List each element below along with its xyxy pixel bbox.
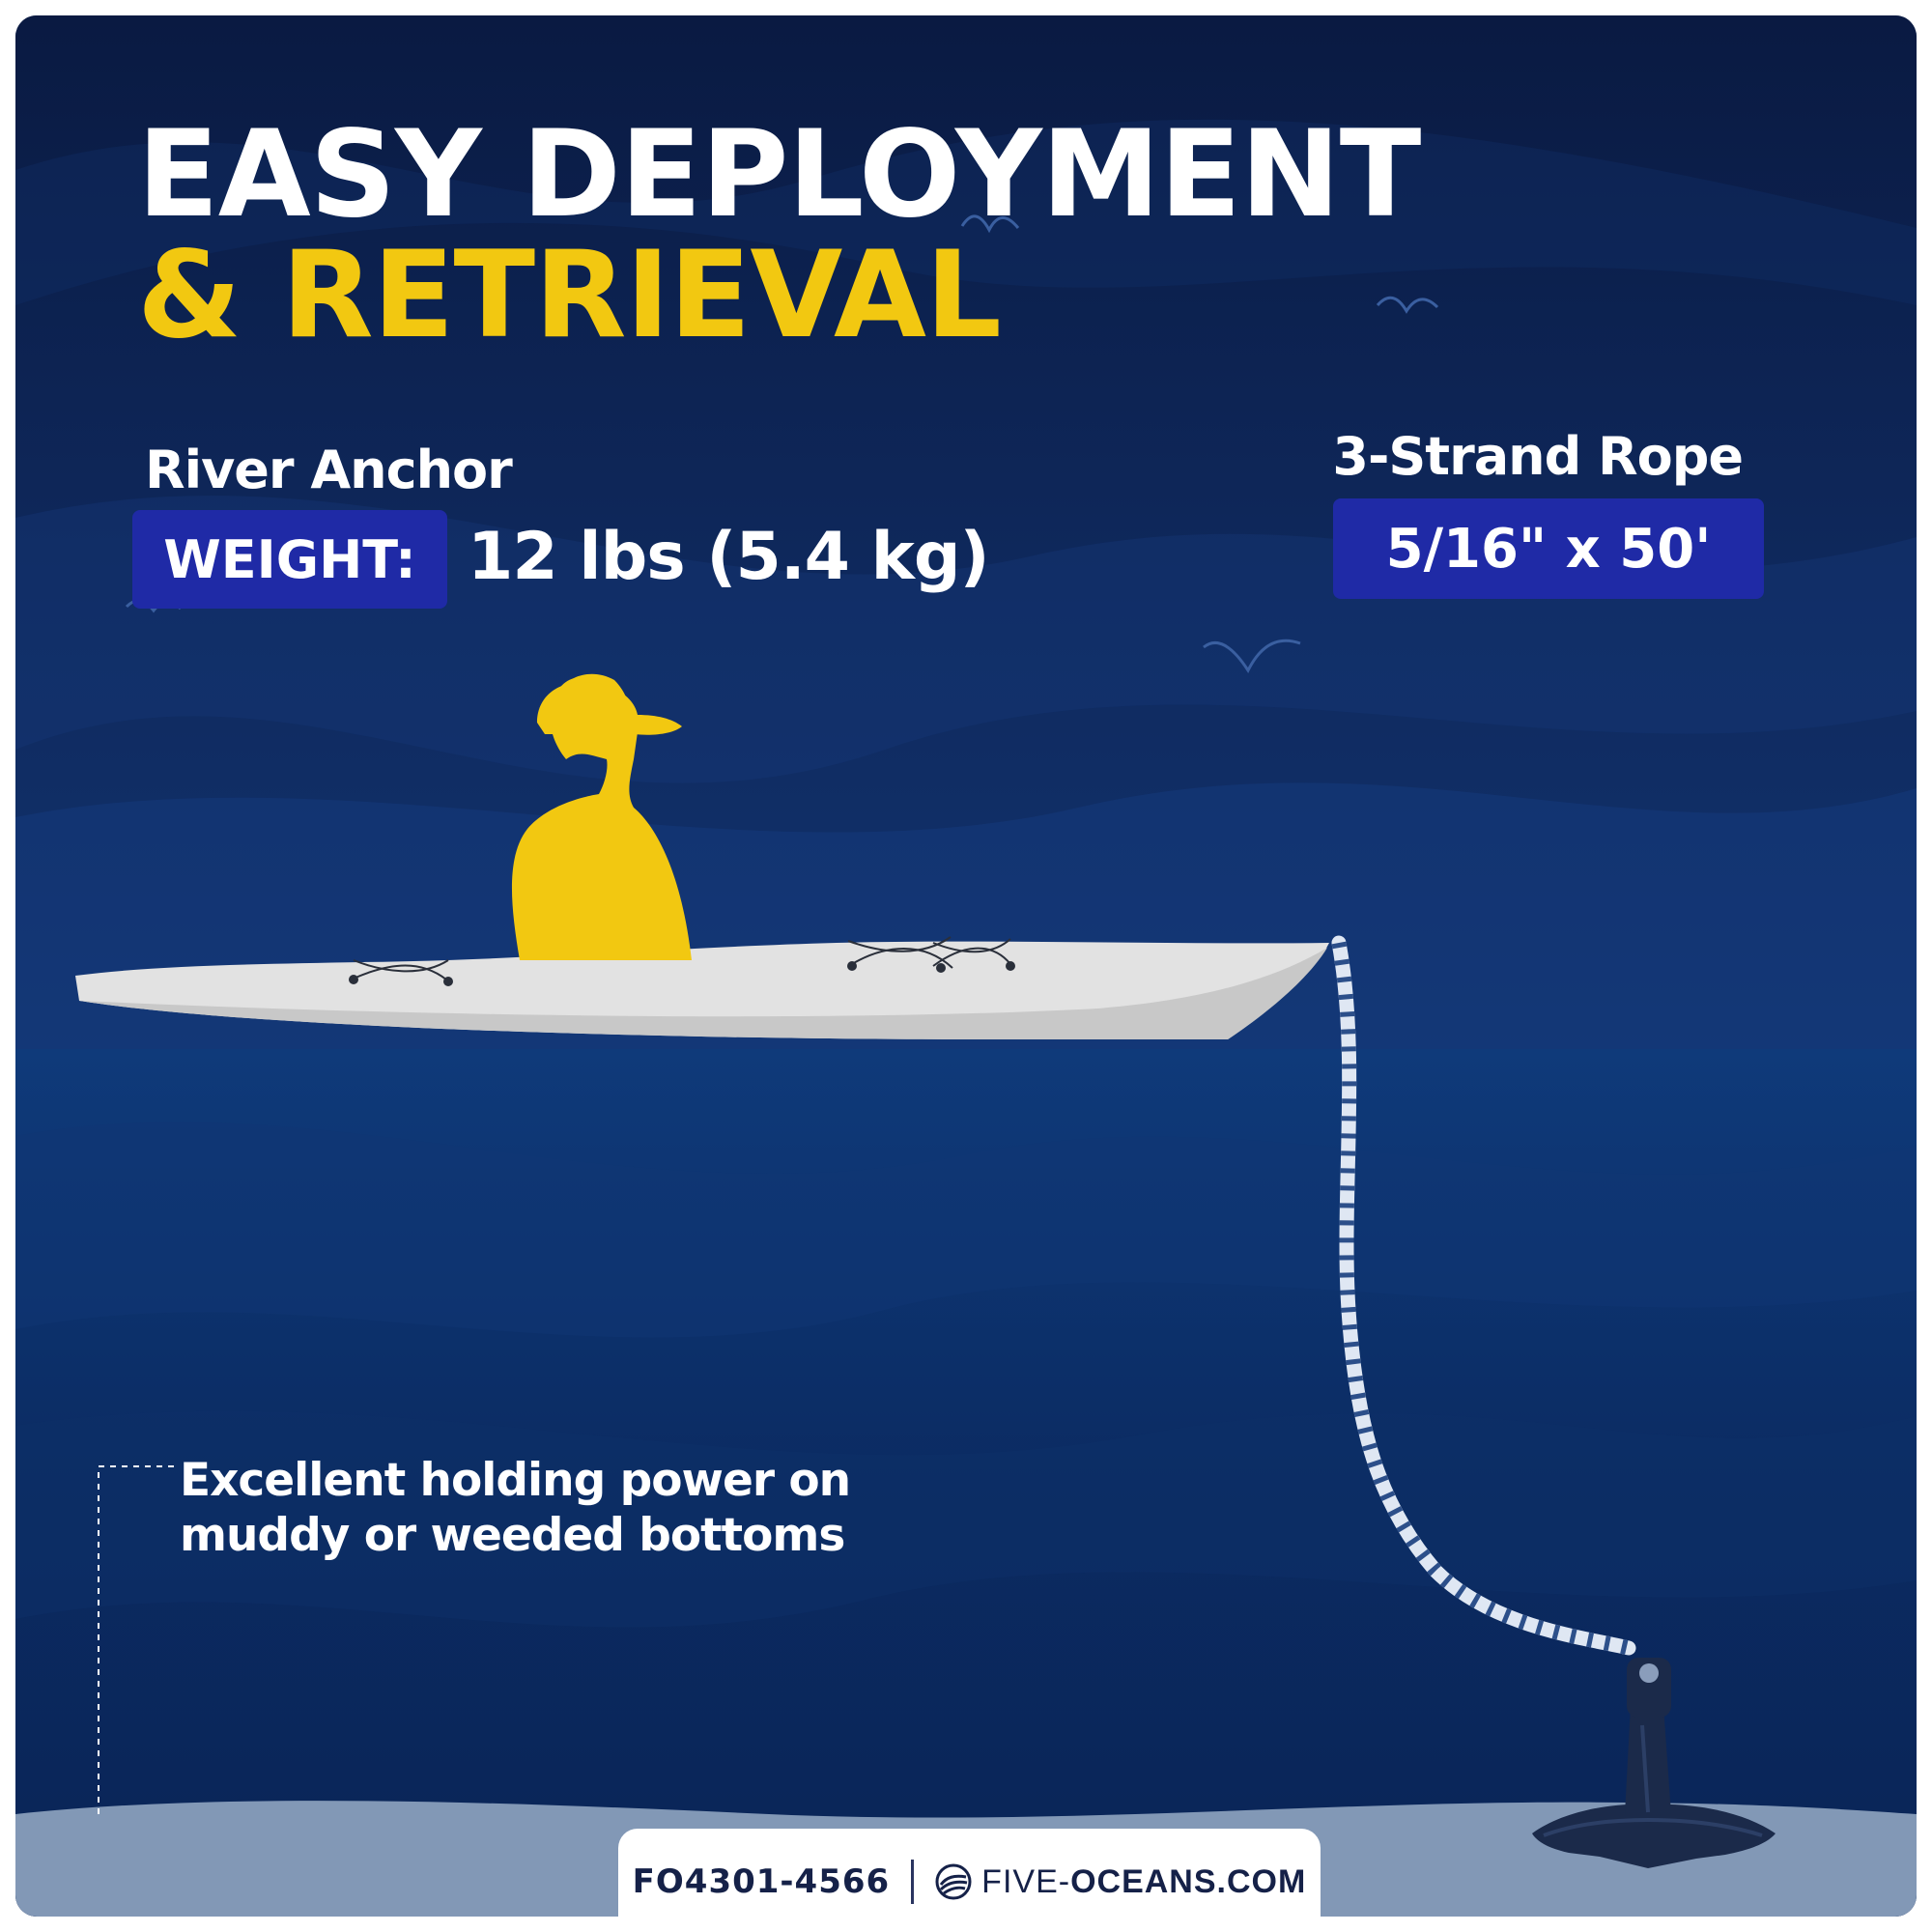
rope-size-badge: 5/16" x 50' bbox=[1333, 498, 1764, 599]
brand-link[interactable]: FIVE-OCEANS.COM bbox=[935, 1863, 1306, 1901]
callout-line-1: Excellent holding power on bbox=[180, 1454, 851, 1507]
kayak-hull-shadow bbox=[79, 948, 1327, 1039]
brand-name: FIVE-OCEANS.COM bbox=[981, 1863, 1306, 1901]
weight-badge: WEIGHT: bbox=[132, 510, 447, 609]
headline-line-1: EASY DEPLOYMENT bbox=[137, 105, 1421, 244]
callout-line-2: muddy or weeded bottoms bbox=[180, 1509, 845, 1562]
rope-label: 3-Strand Rope bbox=[1332, 426, 1744, 487]
water-wave-texture bbox=[15, 1122, 1917, 1338]
footer-divider bbox=[911, 1860, 915, 1904]
five-oceans-logo-icon bbox=[935, 1863, 972, 1900]
bird-icon bbox=[960, 214, 1020, 234]
bird-icon bbox=[1376, 296, 1439, 314]
footer-bar: FO4301-4566 FIVE-OCEANS.COM bbox=[618, 1829, 1321, 1917]
brand-main: OCEANS.COM bbox=[1070, 1862, 1307, 1900]
product-infographic: EASY DEPLOYMENT & RETRIEVAL River Anchor… bbox=[15, 15, 1917, 1917]
sky-wave-texture bbox=[15, 119, 1917, 305]
kayaker-silhouette bbox=[511, 673, 692, 960]
anchor-label: River Anchor bbox=[145, 440, 513, 500]
sku-code: FO4301-4566 bbox=[632, 1862, 891, 1901]
deck-bungee bbox=[353, 936, 1011, 980]
holding-power-callout: Excellent holding power on muddy or weed… bbox=[180, 1453, 914, 1563]
headline-line-2: & RETRIEVAL bbox=[137, 226, 1002, 365]
scene-illustration bbox=[15, 15, 1917, 1917]
callout-bracket bbox=[98, 1465, 174, 1814]
deck-bungee-anchors bbox=[349, 961, 1015, 986]
weight-value: 12 lbs (5.4 kg) bbox=[468, 519, 990, 595]
brand-prefix: FIVE- bbox=[981, 1862, 1071, 1900]
anchor-rope-twist bbox=[1331, 941, 1631, 1656]
bird-icon bbox=[1203, 639, 1301, 674]
mushroom-anchor bbox=[1532, 1658, 1776, 1868]
